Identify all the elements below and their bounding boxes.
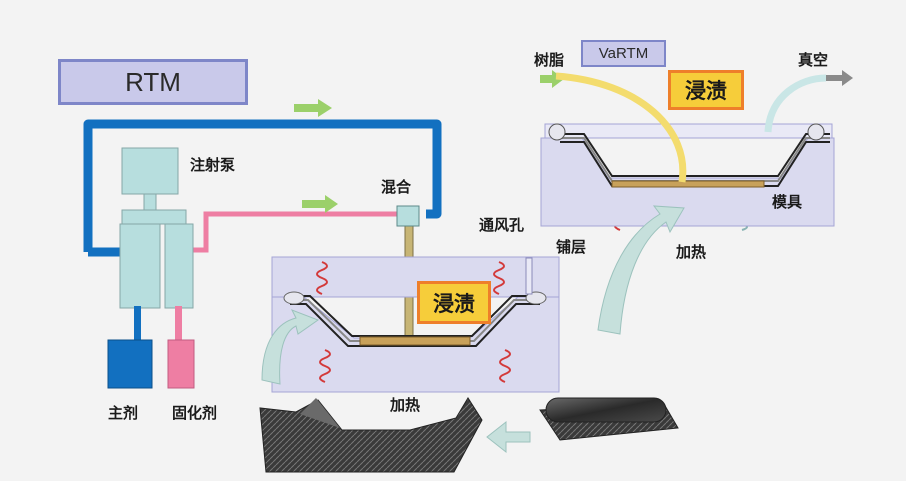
layup-label: 铺层: [556, 238, 587, 256]
curing-agent-label: 固化剂: [172, 404, 218, 422]
injection-pump-label: 注射泵: [190, 156, 236, 174]
impregnation-vartm-label: 浸渍: [685, 79, 727, 103]
vartm-label: VaRTM: [598, 45, 649, 62]
formed-part: [259, 397, 483, 473]
rtm-label: RTM: [125, 66, 181, 97]
vartm-top-frame: [544, 123, 833, 139]
impregnation-rtm-label: 浸渍: [433, 291, 475, 316]
main-agent-tank: [107, 339, 153, 389]
vacuum-label: 真空: [798, 51, 829, 69]
vent-label: 通风孔: [479, 216, 525, 234]
hardener-supply-line: [178, 211, 398, 253]
heating-rtm-label: 加热: [390, 396, 421, 414]
flow-arrow-icon: [294, 70, 564, 213]
resin-inlet-tube: [555, 72, 687, 183]
vent-port: [525, 257, 533, 295]
impregnation-rtm-box: 浸渍: [417, 281, 491, 324]
heating-vartm-label: 加热: [676, 243, 707, 261]
injection-pump: [121, 147, 179, 195]
rtm-upper-mold: [271, 256, 560, 298]
curved-arrow-icon: [261, 205, 685, 454]
curing-agent-tank: [167, 339, 195, 389]
resin-supply-line: [83, 119, 442, 252]
vartm-title-box: VaRTM: [581, 40, 666, 67]
impregnation-vartm-box: 浸渍: [668, 70, 744, 110]
mixer: [396, 205, 420, 227]
main-agent-label: 主剂: [108, 404, 139, 422]
mold-label: 模具: [772, 193, 803, 211]
resin-label: 树脂: [534, 51, 565, 69]
vacuum-tube: [764, 74, 827, 133]
carbon-fiber-roll-icon: [539, 397, 679, 441]
mixing-label: 混合: [381, 178, 412, 196]
rtm-title-box: RTM: [58, 59, 248, 105]
